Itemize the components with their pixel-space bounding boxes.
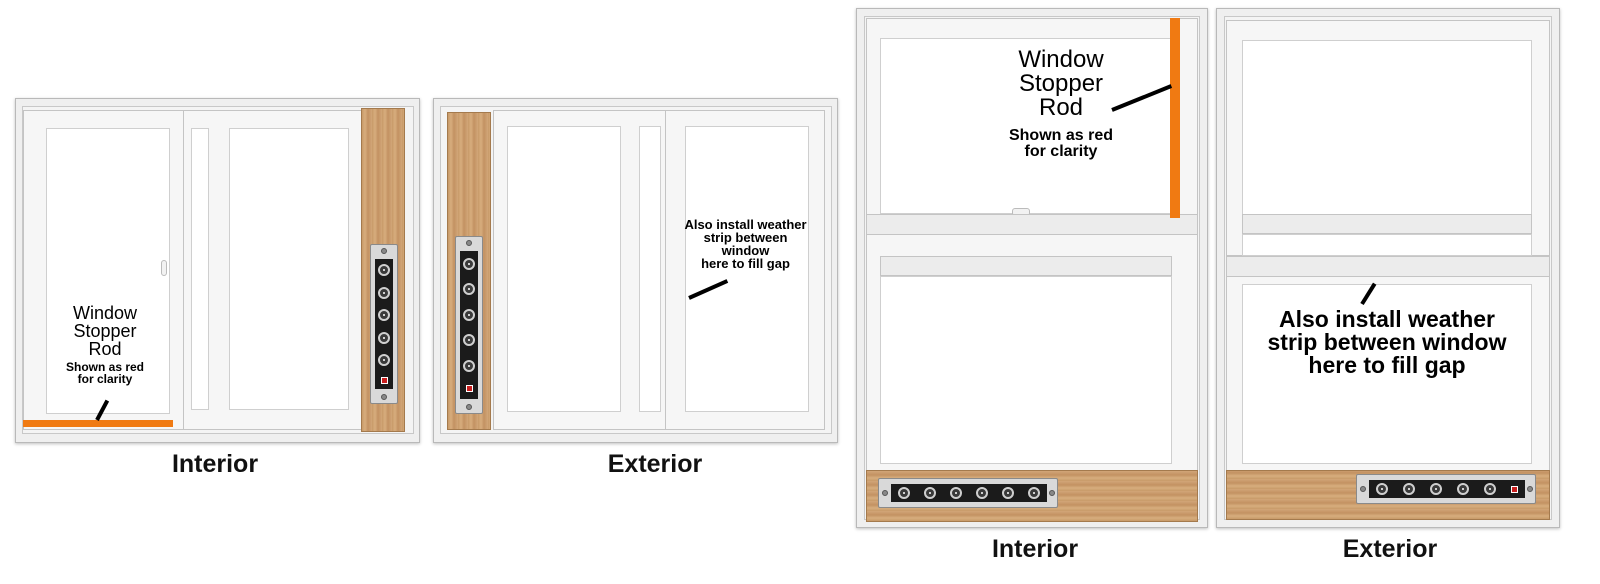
connector-ports xyxy=(460,251,478,399)
connector-plate xyxy=(878,478,1058,508)
right-glass xyxy=(229,128,349,410)
rod-title-line: Window xyxy=(1018,46,1104,73)
screw xyxy=(466,404,472,410)
ground-terminal xyxy=(465,385,473,393)
coax-port xyxy=(378,286,390,299)
coax-port xyxy=(950,487,962,499)
upper-glass xyxy=(880,38,1172,214)
slider-exterior-diagram: Also install weather strip between windo… xyxy=(433,98,838,443)
screw xyxy=(1360,486,1366,492)
connector-ports xyxy=(375,259,393,389)
coax-port xyxy=(463,257,475,270)
ground-terminal xyxy=(1510,485,1518,493)
stopper-rod-label: Window Stopper Rod Shown as red for clar… xyxy=(996,48,1126,160)
right-glass xyxy=(685,126,809,412)
rod-note-line: Shown as red xyxy=(65,360,145,374)
weather-label-line: here to fill gap xyxy=(701,256,790,271)
rod-title-line: Stopper xyxy=(73,321,137,341)
weather-label-line: here to fill gap xyxy=(1308,352,1466,378)
slider-interior-diagram: Window Stopper Rod Shown as red for clar… xyxy=(15,98,420,443)
coax-port xyxy=(378,309,390,322)
sash-bottom-rail xyxy=(1242,214,1532,234)
coax-port xyxy=(1002,487,1014,499)
rod-title-line: Window xyxy=(72,303,138,323)
weather-strip-label: Also install weather strip between windo… xyxy=(1246,308,1528,377)
coax-port xyxy=(976,487,988,499)
connector-plate xyxy=(370,244,398,404)
coax-port xyxy=(463,359,475,372)
left-glass-narrow xyxy=(639,126,661,412)
coax-port xyxy=(378,354,390,367)
right-glass-narrow xyxy=(191,128,209,410)
panel-caption: Exterior xyxy=(1342,535,1438,563)
screw xyxy=(882,490,888,496)
screw xyxy=(381,248,387,254)
stopper-rod xyxy=(1170,18,1180,218)
hung-interior-diagram: Window Stopper Rod Shown as red for clar… xyxy=(856,8,1208,528)
weather-strip-label: Also install weather strip between windo… xyxy=(678,218,813,270)
coax-port xyxy=(463,308,475,321)
rod-title-line: Rod xyxy=(1038,94,1084,121)
panel-caption: Interior xyxy=(991,535,1079,563)
coax-port xyxy=(378,331,390,344)
hung-exterior-diagram: Also install weather strip between windo… xyxy=(1216,8,1560,528)
screw xyxy=(381,394,387,400)
coax-port xyxy=(898,487,910,499)
upper-glass xyxy=(1242,40,1532,216)
coax-port xyxy=(1376,483,1389,495)
ground-terminal xyxy=(380,376,388,384)
weather-label-line: strip between window xyxy=(703,230,788,258)
coax-port xyxy=(1403,483,1416,495)
left-glass xyxy=(507,126,621,412)
coax-port xyxy=(924,487,936,499)
weather-label-line: Also install weather xyxy=(684,217,807,232)
rod-title-line: Stopper xyxy=(1018,70,1104,97)
upper-glass-strip xyxy=(1242,234,1532,256)
screw xyxy=(1049,490,1055,496)
meeting-rail xyxy=(866,214,1198,236)
connector-ports xyxy=(1369,480,1525,498)
rod-note-line: for clarity xyxy=(1024,143,1098,160)
lower-glass xyxy=(1242,284,1532,464)
meeting-rail xyxy=(1226,256,1550,278)
rod-note-line: for clarity xyxy=(77,372,133,386)
stopper-rod xyxy=(23,420,173,427)
rod-title-line: Rod xyxy=(88,339,122,359)
panel-caption: Interior xyxy=(171,450,259,478)
left-glass xyxy=(46,128,170,414)
stopper-rod-label: Window Stopper Rod Shown as red for clar… xyxy=(45,304,165,385)
coax-port xyxy=(1483,483,1496,495)
lower-glass xyxy=(880,276,1172,464)
connector-plate xyxy=(1356,474,1536,504)
coax-port xyxy=(1028,487,1040,499)
connector-ports xyxy=(891,484,1047,502)
coax-port xyxy=(1456,483,1469,495)
connector-plate xyxy=(455,236,483,414)
weather-label-line: strip between window xyxy=(1267,329,1507,355)
weather-label-line: Also install weather xyxy=(1278,306,1495,332)
screw xyxy=(1527,486,1533,492)
sash-top-rail xyxy=(880,256,1172,276)
rod-note-line: Shown as red xyxy=(1008,127,1114,144)
coax-port xyxy=(378,264,390,277)
coax-port xyxy=(463,283,475,296)
coax-port xyxy=(1430,483,1443,495)
sash-latch xyxy=(161,260,167,276)
screw xyxy=(466,240,472,246)
coax-port xyxy=(463,334,475,347)
panel-caption: Exterior xyxy=(607,450,703,478)
